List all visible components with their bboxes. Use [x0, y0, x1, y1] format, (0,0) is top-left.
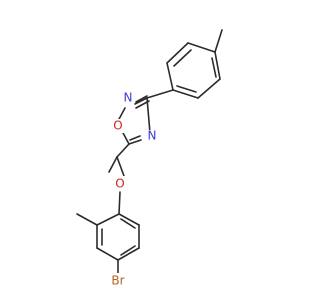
bond [146, 89, 174, 99]
bond [116, 143, 130, 158]
bond [96, 213, 120, 226]
bond [214, 51, 221, 80]
bond [135, 95, 148, 103]
bond [166, 42, 189, 64]
bond [146, 97, 151, 134]
bond [108, 156, 118, 173]
bond [120, 245, 136, 256]
molecule-canvas: N O N O Br [76, 29, 223, 288]
bond [214, 29, 223, 53]
bond [118, 191, 121, 215]
bond [176, 85, 197, 93]
bond [118, 213, 140, 226]
bond [117, 107, 126, 122]
bond [76, 213, 98, 226]
bond [121, 130, 130, 145]
bond [187, 42, 216, 53]
atom-label-o-ring: O [113, 119, 122, 133]
atom-label-n-top: N [124, 91, 133, 105]
bond-layer [76, 29, 223, 274]
atom-label-n-right: N [148, 129, 157, 143]
bond [128, 139, 142, 145]
bond [120, 218, 136, 229]
bond [116, 156, 125, 177]
bond [197, 78, 221, 99]
bond [134, 97, 148, 105]
bond [96, 247, 119, 261]
bond [211, 57, 217, 78]
atom-label-o-ether: O [115, 177, 124, 191]
bond [166, 62, 174, 91]
bond [129, 135, 141, 141]
atom-label-br: Br [111, 274, 124, 288]
bond [172, 89, 199, 99]
bond [117, 247, 140, 261]
atom-labels: N O N O Br [108, 91, 158, 288]
structure-diagram: N O N O Br [76, 29, 223, 288]
bond [173, 49, 192, 67]
